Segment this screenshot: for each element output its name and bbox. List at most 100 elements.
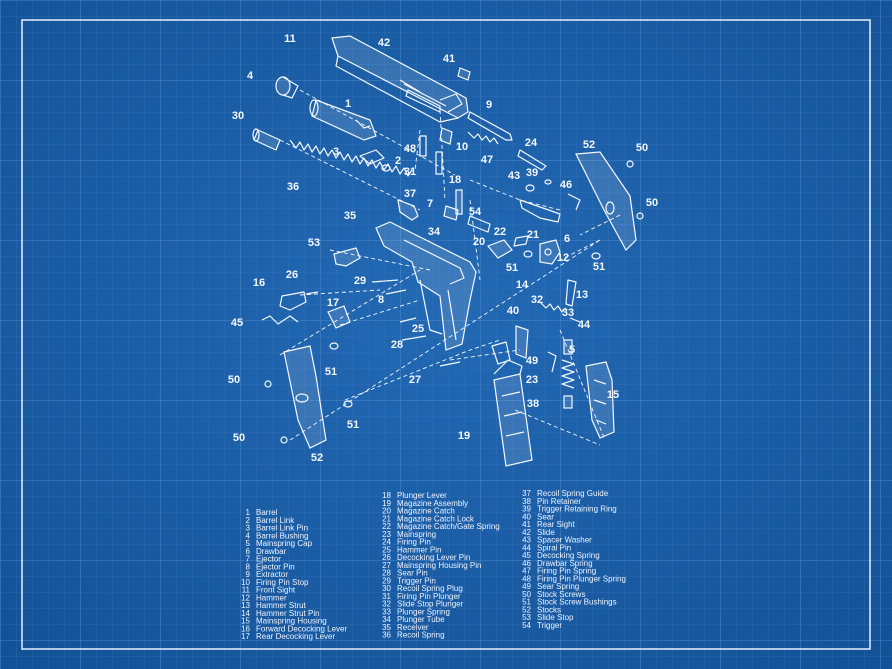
callout-50: 50 [228,374,240,386]
part-plunger-lever [455,189,463,215]
legend-item-name: Spacer Washer [537,536,592,545]
legend-item-name: Extractor [256,570,288,579]
callout-34: 34 [428,226,441,238]
part-stock-screw-bushings [329,250,601,408]
callout-18: 18 [449,174,461,186]
part-rear-sight [457,67,471,81]
legend-item-name: Pin Retainer [537,497,581,506]
part-barrel [309,99,377,141]
legend-item-number: 21 [382,514,391,523]
legend-item-name: Mainspring Housing [256,617,327,626]
part-trigger [467,215,491,233]
legend-item-number: 3 [246,524,251,533]
legend-item-name: Ejector [256,555,281,564]
part-sear-spring [547,351,557,373]
part-magazine [493,359,533,467]
legend-item-name: Barrel Link Pin [256,524,308,533]
legend-item-name: Barrel Link [256,516,295,525]
callout-47: 47 [481,154,493,166]
part-magazine-follower [491,341,511,365]
legend-item-number: 31 [382,592,391,601]
callout-50: 50 [636,142,648,154]
callout-30: 30 [232,110,244,122]
callout-7: 7 [427,198,433,210]
legend-item-name: Slide [537,528,555,537]
legend-item-name: Mainspring Housing Pin [397,561,482,570]
part-slide [331,35,469,123]
legend-item-number: 20 [382,507,391,516]
callout-36: 36 [287,181,299,193]
legend-item-number: 2 [246,516,251,525]
callout-52: 52 [583,139,595,151]
legend-item-name: Stock Screw Bushings [537,598,617,607]
callout-54: 54 [469,206,482,218]
part-firing-pin-stop [439,127,453,145]
part-hammer [539,239,561,265]
callout-44: 44 [578,319,591,331]
part-rear-decocking-lever [327,305,351,329]
legend-item-number: 28 [382,569,391,578]
callout-43: 43 [508,170,520,182]
legend-item-number: 1 [246,508,251,517]
part-recoil-spring-plug [252,128,281,151]
legend-item-name: Barrel Bushing [256,531,308,540]
callout-38: 38 [527,398,539,410]
legend-item-name: Plunger Tube [397,615,445,624]
callout-32: 32 [531,294,543,306]
legend-item-name: Decocking Spring [537,551,600,560]
legend-item-number: 32 [382,600,391,609]
callout-46: 46 [560,179,572,191]
legend-item-number: 11 [242,586,251,595]
callout-17: 17 [327,297,339,309]
callout-31: 31 [404,166,416,178]
callout-12: 12 [557,252,569,264]
legend-item-number: 26 [382,553,391,562]
legend-item-number: 43 [522,536,531,545]
callout-41: 41 [443,53,455,65]
part-firing-pin-plunger [419,135,443,175]
part-drawbar-spring [567,193,581,211]
callout-24: 24 [525,137,538,149]
legend-item-number: 39 [522,505,531,514]
part-magazine-catch [486,235,529,259]
legend-item-number: 23 [382,530,391,539]
part-mainspring-housing [585,361,615,439]
callout-22: 22 [494,226,506,238]
legend-item-number: 47 [522,567,531,576]
legend-item-name: Magazine Catch Lock [397,514,475,523]
legend-item-name: Firing Pin Plunger Spring [537,574,626,583]
part-mainspring [561,339,575,409]
legend-item-name: Recoil Spring Guide [537,489,609,498]
part-stock-left [283,345,327,449]
legend-item-number: 50 [522,590,531,599]
callout-52: 52 [311,452,323,464]
legend-item-name: Forward Decocking Lever [256,624,347,633]
part-stock-screws [264,160,644,444]
part-firing-pin [517,149,547,171]
